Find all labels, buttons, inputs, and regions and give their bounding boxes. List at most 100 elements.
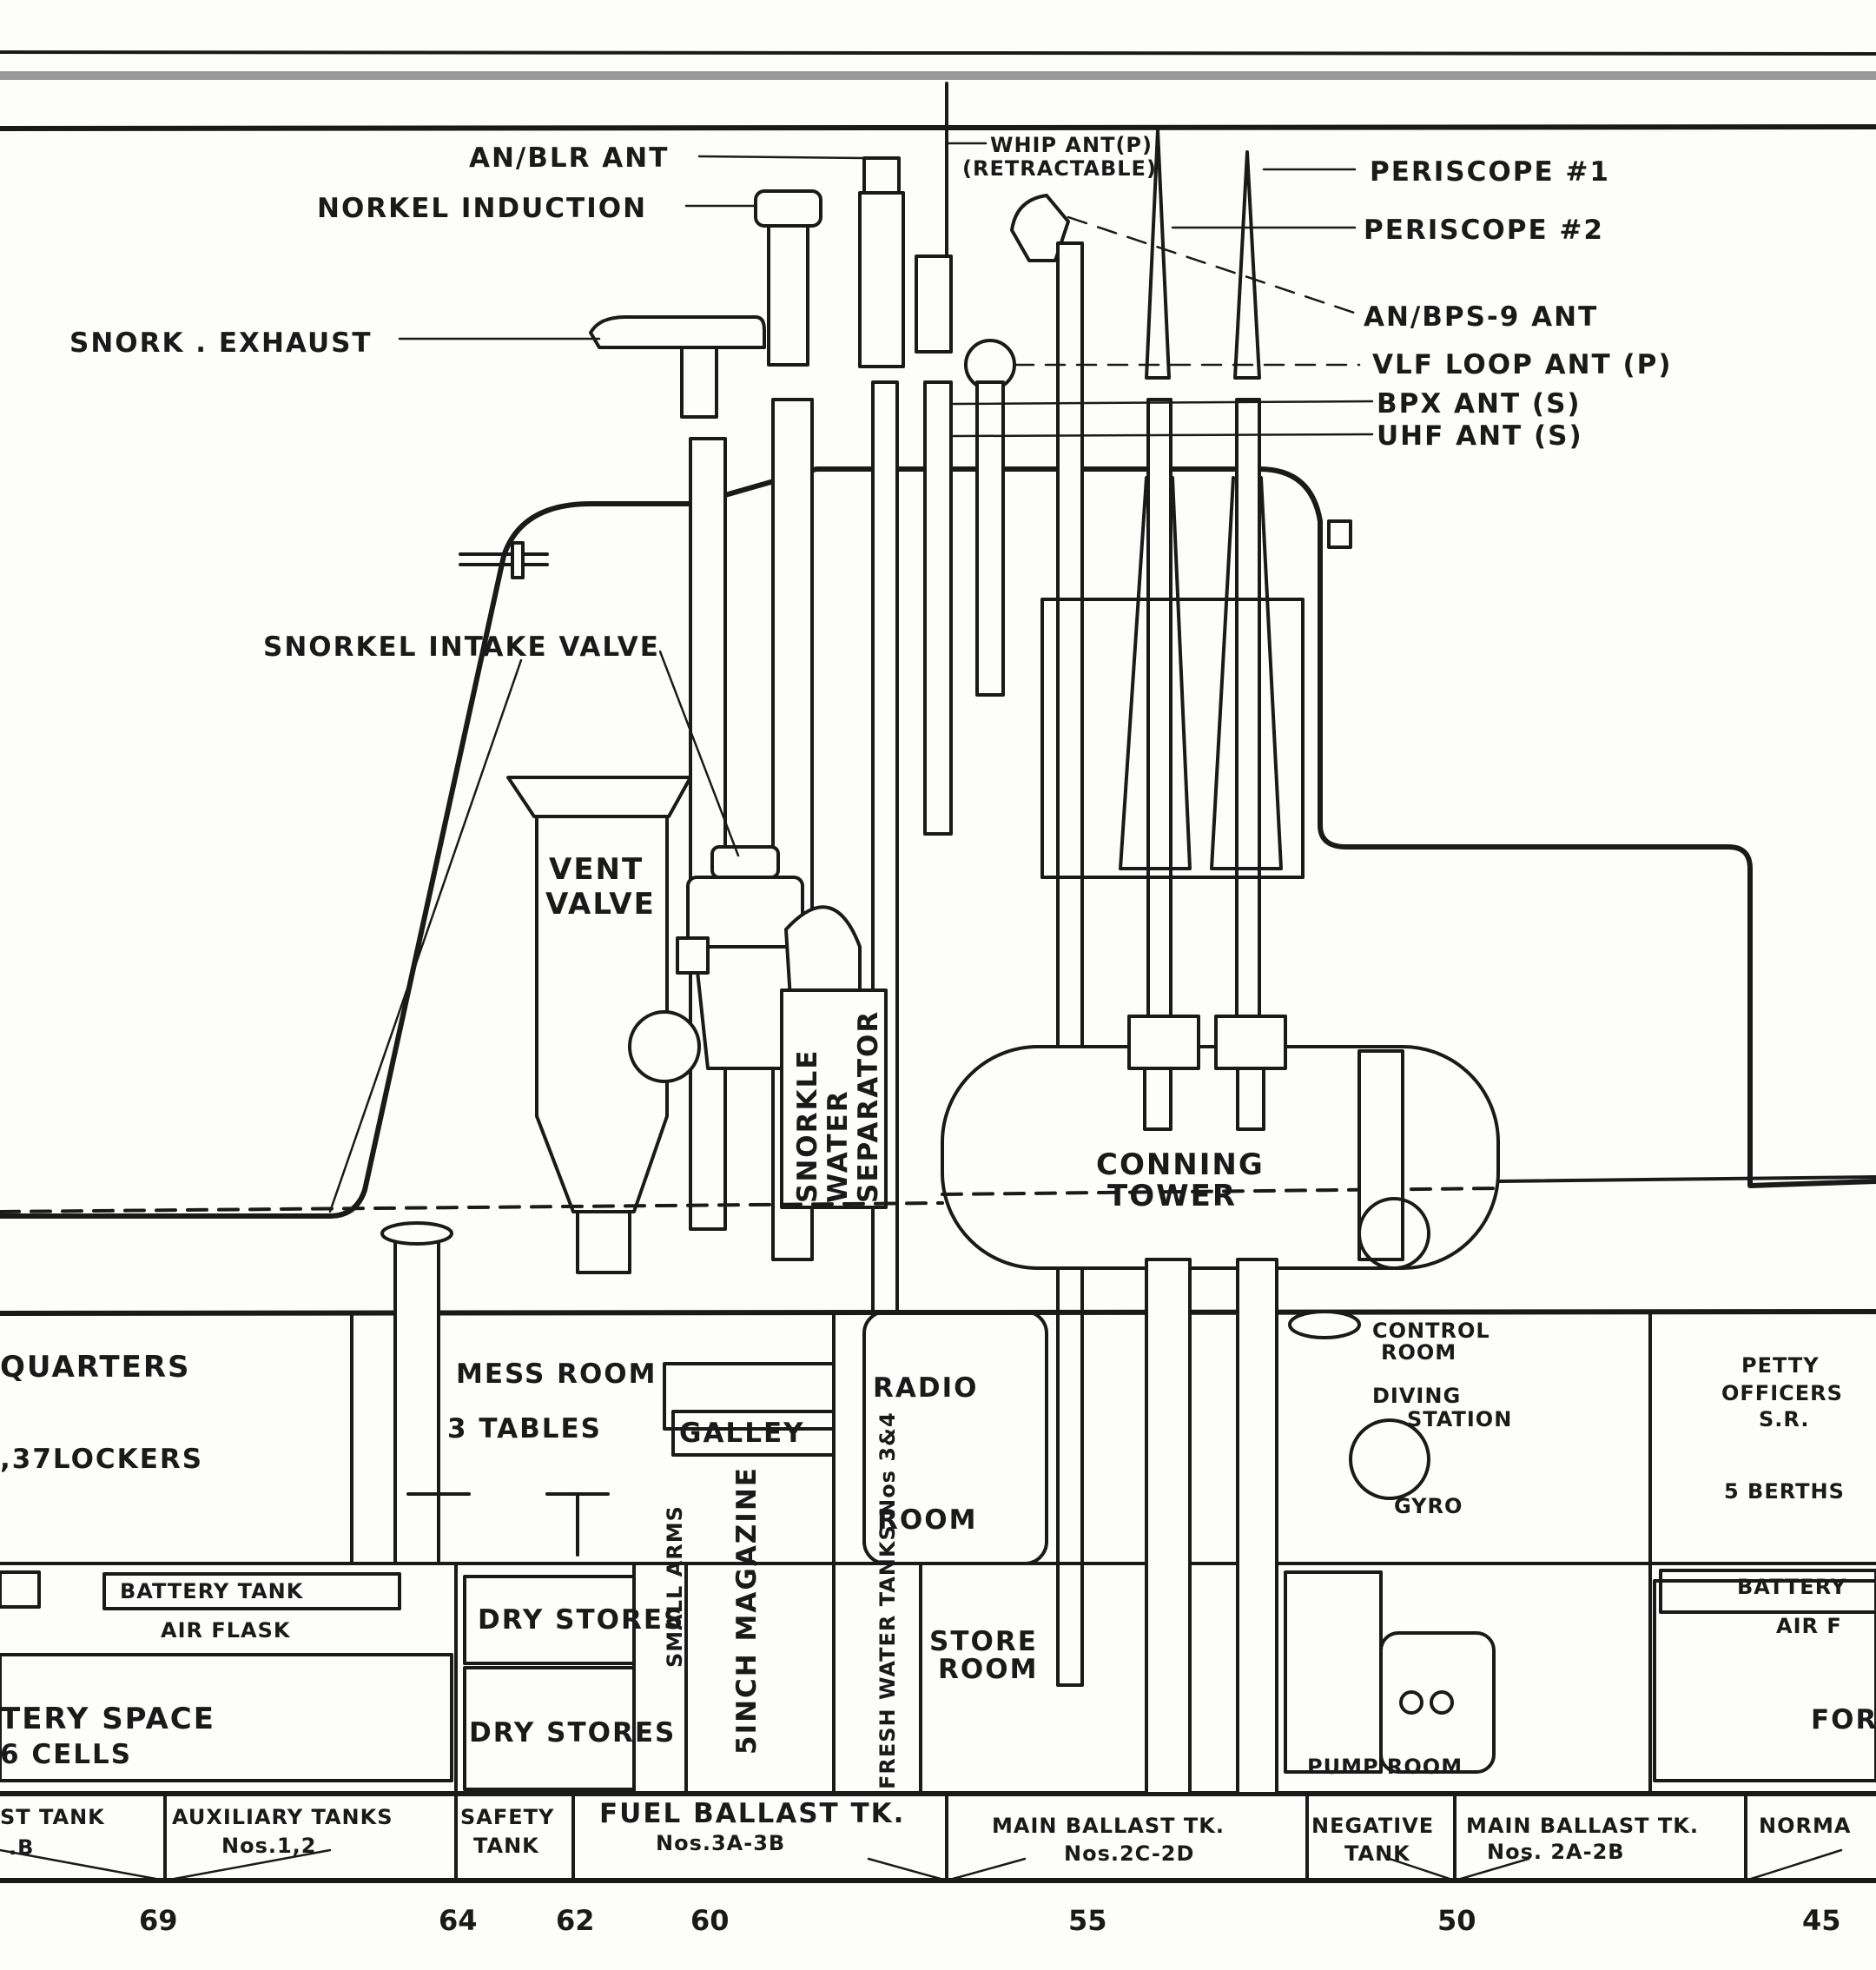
label-air-flask: AIR FLASK <box>161 1618 291 1643</box>
periscope-1-handle <box>1143 1067 1172 1131</box>
snorkel-exhaust-head <box>589 315 766 349</box>
label-tank-2-line1: SAFETY <box>460 1805 554 1829</box>
periscope-2-handle <box>1236 1067 1265 1131</box>
periscope-1-eyepiece <box>1127 1015 1200 1070</box>
battery-tank-box <box>102 1572 401 1610</box>
bps9-antenna <box>1010 194 1070 262</box>
label-snorkle-water-separator: SNORKLE WATER SEPARATOR <box>792 1010 884 1203</box>
snorkel-intake-elbow <box>693 945 796 1070</box>
snorkel-exhaust-pipe <box>689 437 727 1231</box>
label-galley: GALLEY <box>679 1418 805 1449</box>
label-tower: TOWER <box>1107 1179 1237 1213</box>
vent-valve-stem <box>576 1210 631 1274</box>
leader-blr <box>697 155 866 160</box>
top-border-band <box>0 71 1876 80</box>
blr-antenna-mast <box>858 191 905 368</box>
frame-50: 50 <box>1437 1904 1476 1937</box>
leader-intake <box>658 650 740 857</box>
svg-text:SEPARATOR: SEPARATOR <box>853 1010 884 1203</box>
label-gyro: GYRO <box>1394 1494 1463 1518</box>
deck-top-line <box>0 124 1876 131</box>
mess-table <box>545 1492 610 1557</box>
label-small-arms: SMALL ARMS <box>663 1505 687 1668</box>
label-vlf-loop-ant: VLF LOOP ANT (P) <box>1372 349 1673 380</box>
label-tank-5-line2: TANK <box>1344 1841 1410 1866</box>
conning-tower-centreline <box>941 1187 1500 1196</box>
pump-room-cabinets <box>1284 1570 1383 1774</box>
label-an-bps9-ant: AN/BPS-9 ANT <box>1364 301 1598 333</box>
label-conning: CONNING <box>1096 1147 1265 1182</box>
snorkel-exhaust-mast <box>680 346 718 419</box>
label-periscope-2: PERISCOPE #2 <box>1364 215 1604 246</box>
label-bpx-ant: BPX ANT (S) <box>1377 388 1582 420</box>
tower-ladder <box>1357 1049 1404 1261</box>
gyro-compass <box>1349 1418 1430 1500</box>
label-quarters: QUARTERS <box>0 1350 191 1385</box>
pump-gauge <box>1430 1690 1454 1715</box>
forward-battery-box <box>1653 1579 1876 1782</box>
pump-gauge <box>1399 1690 1424 1715</box>
vent-valve-body <box>535 815 669 1213</box>
label-valve: VALVE <box>545 887 656 922</box>
label-battery-right: BATTERY <box>1737 1575 1846 1599</box>
ventilation-trunk <box>393 1232 440 1565</box>
periscope-2-head <box>1233 150 1261 380</box>
sail-outline <box>0 466 1876 1219</box>
label-sr: S.R. <box>1759 1407 1809 1431</box>
label-tank-3-line2: Nos.3A-3B <box>656 1831 785 1855</box>
leader-bpx <box>952 400 1374 406</box>
label-mess-room: MESS ROOM <box>456 1359 657 1390</box>
label-store: STORE <box>929 1626 1038 1657</box>
whip-antenna-mast <box>915 255 953 354</box>
label-uhf-ant: UHF ANT (S) <box>1377 420 1583 452</box>
whip-antenna-tube <box>923 380 953 836</box>
label-snorkel-intake-valve: SNORKEL INTAKE VALVE <box>263 631 660 663</box>
label-tank-3-line1: FUEL BALLAST TK. <box>599 1798 905 1829</box>
sail-fitting-right <box>1327 519 1352 549</box>
label-magazine: 5INCH MAGAZINE <box>731 1466 763 1755</box>
label-radio-room: ROOM <box>877 1504 977 1536</box>
label-diving: DIVING <box>1372 1384 1461 1408</box>
snorkel-induction-head <box>754 189 822 228</box>
label-control: CONTROL <box>1372 1319 1490 1343</box>
label-dry-stores-1: DRY STORES <box>478 1604 684 1636</box>
control-room-hatch <box>1357 1197 1430 1270</box>
label-snorkel-induction: NORKEL INDUCTION <box>317 193 647 224</box>
frame-60: 60 <box>690 1904 730 1937</box>
label-whip-ant-sub: (RETRACTABLE) <box>962 156 1157 181</box>
blr-antenna-head <box>862 156 901 195</box>
label-pump-room: PUMP ROOM <box>1307 1755 1463 1779</box>
vlf-loop-mast <box>975 380 1005 697</box>
label-an-blr-ant: AN/BLR ANT <box>469 142 669 174</box>
label-store-room: ROOM <box>938 1654 1038 1685</box>
periscope-2-fairing <box>1210 476 1283 870</box>
label-battery-tank: BATTERY TANK <box>120 1579 304 1603</box>
label-tank-1-line2: Nos.1,2 <box>221 1834 317 1858</box>
battery-tank-box-left <box>0 1570 41 1609</box>
label-fresh-water: FRESH WATER TANKS Nos 3&4 <box>875 1411 900 1789</box>
frame-64: 64 <box>439 1904 478 1937</box>
vent-valve-top <box>506 776 692 818</box>
periscope-1-fairing <box>1119 476 1192 870</box>
top-border-line <box>0 50 1876 56</box>
label-battery-space: TERY SPACE <box>0 1702 215 1736</box>
pump-room-machinery <box>1379 1631 1496 1774</box>
periscope-2-eyepiece <box>1214 1015 1287 1070</box>
snorkel-intake-valve-cap <box>710 845 780 879</box>
label-tank-7-line1: NORMA <box>1759 1814 1851 1838</box>
leader-intake-2 <box>328 658 523 1213</box>
sail-fitting <box>511 541 525 579</box>
label-snorkel-exhaust: SNORK . EXHAUST <box>69 327 373 359</box>
label-air-flask-right: AIR F <box>1776 1614 1842 1638</box>
mess-table <box>406 1492 471 1557</box>
frame-62: 62 <box>556 1904 595 1937</box>
label-tank-0-line2: .B <box>9 1835 34 1860</box>
label-tank-6-line1: MAIN BALLAST TK. <box>1466 1814 1699 1838</box>
snorkle-water-separator <box>780 988 888 1209</box>
dry-stores-upper <box>463 1575 636 1665</box>
snorkel-duct-bend <box>628 1010 701 1083</box>
label-officers: OFFICERS <box>1721 1381 1843 1405</box>
leader-uhf <box>952 433 1374 438</box>
snorkel-induction-mast <box>767 224 809 367</box>
